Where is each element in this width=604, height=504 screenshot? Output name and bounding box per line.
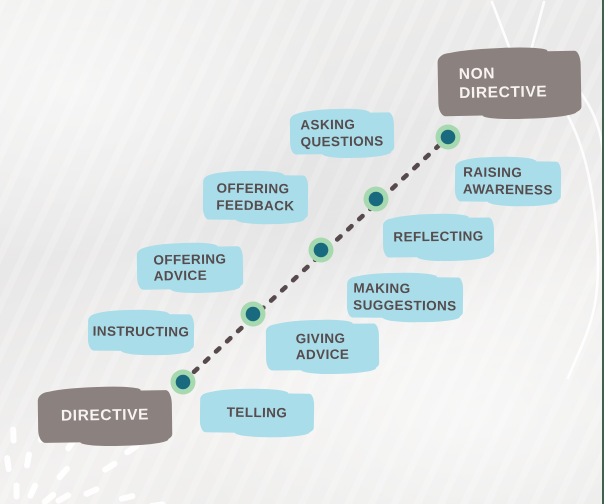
curve-line <box>538 76 600 380</box>
label-instructing: INSTRUCTING <box>87 313 195 352</box>
spectrum-point-1 <box>170 369 196 395</box>
label-giving-advice-text: GIVING ADVICE <box>295 330 350 363</box>
label-telling-text: TELLING <box>226 404 288 421</box>
grain-dash <box>82 485 101 498</box>
grain-dash <box>55 464 72 482</box>
grain-dash <box>54 491 73 504</box>
grain-dash <box>40 490 58 504</box>
grain-dash <box>101 459 119 474</box>
spectrum-point-3 <box>308 237 334 263</box>
label-offering-feedback: OFFERING FEEDBACK <box>202 174 309 221</box>
label-reflecting-text: REFLECTING <box>393 228 484 245</box>
label-raising-awareness-text: RAISING AWARENESS <box>462 164 553 198</box>
grain-dash <box>118 492 137 503</box>
grain-dash <box>13 482 20 500</box>
directive-endpoint: DIRECTIVE <box>37 390 173 443</box>
dot-ring <box>170 369 196 395</box>
spectrum-point-4 <box>363 186 389 212</box>
spectrum-point-5 <box>435 124 461 150</box>
grain-dash <box>23 451 33 469</box>
dot-ring <box>363 186 389 212</box>
non-directive-endpoint-text: NON DIRECTIVE <box>458 64 548 102</box>
label-offering-advice: OFFERING ADVICE <box>136 246 244 290</box>
label-giving-advice: GIVING ADVICE <box>265 323 380 371</box>
label-offering-feedback-text: OFFERING FEEDBACK <box>216 180 295 213</box>
grain-dash <box>10 426 17 444</box>
label-instructing-text: INSTRUCTING <box>92 323 190 340</box>
label-offering-advice-text: OFFERING ADVICE <box>153 250 227 284</box>
label-raising-awareness: RAISING AWARENESS <box>454 160 562 203</box>
dot-core <box>440 129 456 145</box>
dot-core <box>175 374 191 390</box>
grain-dash <box>3 454 13 473</box>
dot-core <box>245 306 261 322</box>
non-directive-endpoint: NON DIRECTIVE <box>437 50 582 117</box>
dot-core <box>313 242 329 258</box>
label-asking-questions: ASKING QUESTIONS <box>289 112 395 155</box>
label-telling: TELLING <box>199 392 315 434</box>
page-edge-strip <box>602 0 604 504</box>
directive-endpoint-text: DIRECTIVE <box>60 406 150 425</box>
label-reflecting: REFLECTING <box>382 217 495 258</box>
spectrum-point-2 <box>240 301 266 327</box>
dot-ring <box>308 237 334 263</box>
label-asking-questions-text: ASKING QUESTIONS <box>300 116 384 150</box>
grain-dash <box>26 481 40 500</box>
label-making-suggestions: MAKING SUGGESTIONS <box>346 276 464 319</box>
label-making-suggestions-text: MAKING SUGGESTIONS <box>353 280 457 313</box>
dot-ring <box>240 301 266 327</box>
dot-core <box>368 191 384 207</box>
dot-ring <box>435 124 461 150</box>
